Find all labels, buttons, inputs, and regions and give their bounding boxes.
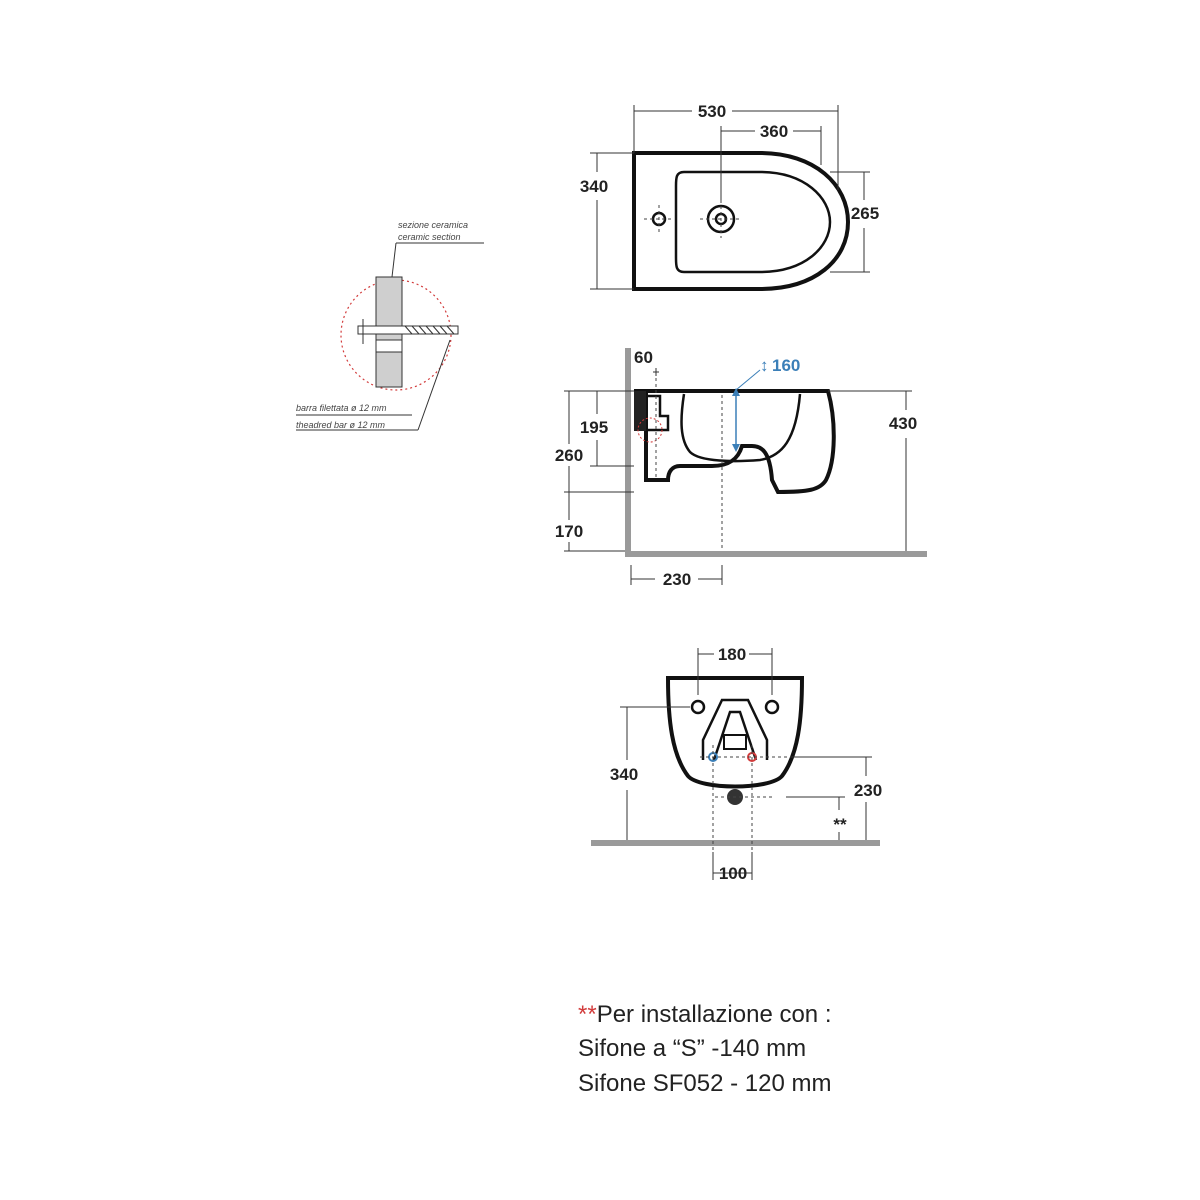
legend-line-2: Sifone a “S” -140 mm — [578, 1035, 806, 1062]
side-floor — [625, 551, 927, 557]
dim-170-label: 170 — [555, 522, 583, 541]
installation-note: **Per installazione con : Sifone a “S” -… — [578, 1001, 831, 1097]
detail-circle — [340, 279, 452, 391]
dim-180-label: 180 — [718, 645, 746, 664]
threaded-bar-label-it: barra filettata ø 12 mm — [296, 403, 387, 413]
dim-230-front-label: 230 — [854, 781, 882, 800]
dim-530-label: 530 — [698, 102, 726, 121]
front-right-bolt-icon — [764, 699, 780, 715]
legend-line-1: **Per installazione con : — [578, 1001, 831, 1028]
dim-340-front-label: 340 — [610, 765, 638, 784]
dim-160-icon: ↕ — [760, 356, 769, 375]
threaded-bar-label-en: theadred bar ø 12 mm — [296, 420, 386, 430]
top-view: 530 360 340 265 — [580, 102, 879, 291]
side-bidet-body — [634, 389, 836, 495]
dim-195-label: 195 — [580, 418, 608, 437]
legend-line-3: Sifone SF052 - 120 mm — [578, 1070, 831, 1097]
ceramic-section-label-it: sezione ceramica — [398, 220, 468, 230]
side-detail-marker-icon — [637, 417, 663, 443]
front-bidet-body — [665, 676, 805, 789]
front-left-bolt-icon — [690, 699, 706, 715]
dim-340-top-label: 340 — [580, 177, 608, 196]
dim-260-label: 260 — [555, 446, 583, 465]
dim-160-label: 160 — [772, 356, 800, 375]
dim-230-side-label: 230 — [663, 570, 691, 589]
dim-360-label: 360 — [760, 122, 788, 141]
legend-asterisks: ** — [578, 1001, 597, 1028]
top-view-outline — [632, 151, 851, 291]
dim-100-label: 100 — [719, 864, 747, 883]
dim-430-label: 430 — [889, 414, 917, 433]
front-asterisk-marker: ** — [833, 815, 847, 834]
side-mounting-bracket — [634, 391, 646, 431]
front-inner-trap — [701, 698, 769, 760]
top-view-bowl — [674, 170, 832, 274]
front-floor — [591, 840, 880, 846]
dim-265-label: 265 — [851, 204, 879, 223]
ceramic-section-label-en: ceramic section — [398, 232, 461, 242]
detail-view: sezione ceramica ceramic section barra f… — [296, 220, 484, 431]
side-wall — [625, 348, 631, 557]
dim-60-label: 60 — [634, 348, 653, 367]
side-bowl-inner — [680, 393, 802, 463]
front-view: 180 340 230 ** 100 — [591, 645, 882, 883]
side-view: 160 ↕ 60 430 195 260 170 230 — [555, 348, 927, 589]
legend-line-1-text: Per installazione con : — [597, 1001, 832, 1028]
